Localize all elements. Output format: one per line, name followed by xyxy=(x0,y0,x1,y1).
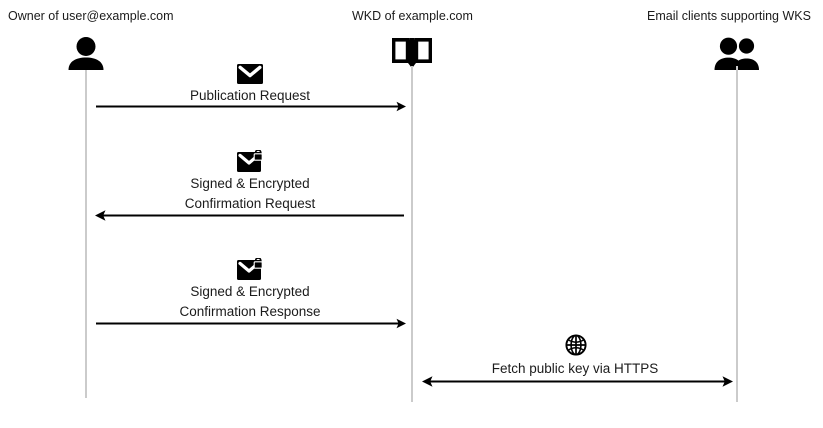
lifeline-clients xyxy=(736,66,738,402)
lifeline-owner xyxy=(85,70,87,398)
message-label-confirmation-response-line2: Confirmation Response xyxy=(179,304,321,319)
actor-label-clients: Email clients supporting WKS xyxy=(647,9,811,23)
message-label-publication-request: Publication Request xyxy=(189,88,311,103)
actor-label-wkd: WKD of example.com xyxy=(352,9,473,23)
person-icon xyxy=(66,36,106,70)
people-icon xyxy=(713,37,761,70)
envelope-lock-icon xyxy=(237,149,265,172)
envelope-icon xyxy=(237,64,263,84)
actor-label-owner: Owner of user@example.com xyxy=(8,9,174,23)
envelope-lock-icon xyxy=(237,257,265,280)
message-label-confirmation-request-line2: Confirmation Request xyxy=(184,196,316,211)
message-label-fetch-public-key: Fetch public key via HTTPS xyxy=(491,361,659,376)
message-label-confirmation-response-line1: Signed & Encrypted xyxy=(190,284,310,299)
lifeline-wkd xyxy=(411,66,413,402)
message-label-confirmation-request-line1: Signed & Encrypted xyxy=(190,176,310,191)
book-icon xyxy=(392,37,432,70)
globe-icon xyxy=(565,334,587,356)
